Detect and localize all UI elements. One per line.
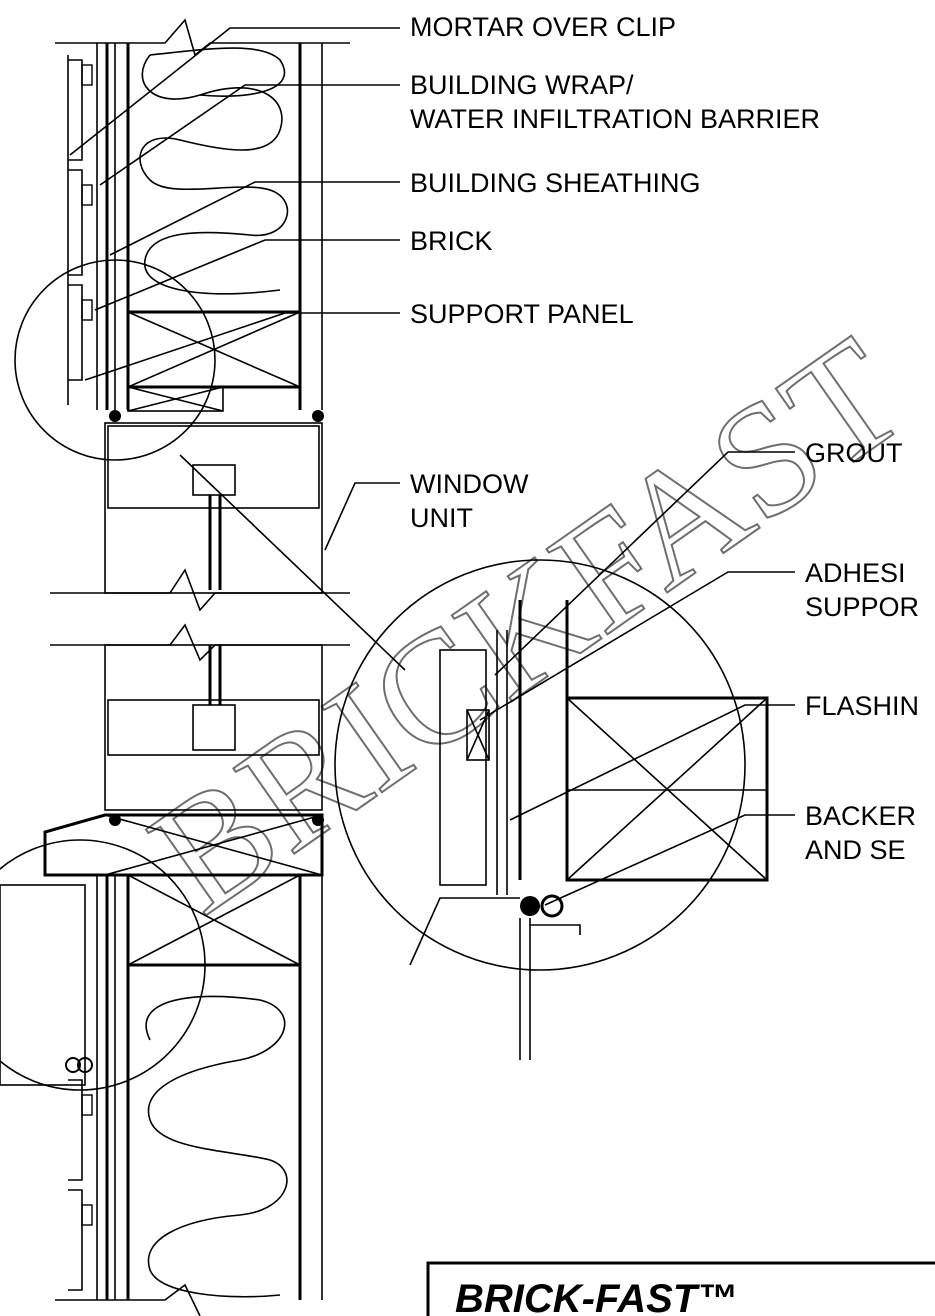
label-window-2: UNIT: [410, 503, 473, 533]
enlarged-sealant: [540, 894, 564, 918]
leader-support-panel: [84, 312, 400, 381]
backer-rod-left: [109, 410, 121, 422]
label-building-wrap-1: BUILDING WRAP/: [410, 70, 634, 100]
label-adhesive-2: SUPPOR: [805, 592, 919, 622]
label-backer-1: BACKER: [805, 801, 916, 831]
top-break-line: [55, 18, 350, 57]
insulation-batts-upper: [139, 47, 289, 295]
detail-callout-circle-lower: [0, 839, 206, 1091]
window-unit: [50, 422, 350, 811]
window-break-line-2: [50, 623, 350, 662]
detail-callout-circle-upper: [14, 259, 216, 461]
leader-backer: [544, 814, 795, 906]
label-backer-2: AND SE: [805, 835, 906, 865]
blocking-upper: [126, 310, 302, 412]
leader-brick: [94, 239, 400, 311]
enlarged-backer-rod: [520, 896, 540, 916]
window-head-frame: [104, 422, 323, 594]
label-building-sheathing: BUILDING SHEATHING: [410, 168, 701, 198]
leader-window: [324, 482, 400, 551]
backer-rod-right: [312, 410, 324, 422]
enlarged-flashing: [409, 897, 520, 966]
enlarged-brick: [439, 649, 487, 886]
leader-mortar: [69, 27, 400, 156]
label-mortar-over-clip: MORTAR OVER CLIP: [410, 12, 676, 42]
title-block: BRICK-FAST™: [426, 1261, 935, 1316]
title-block-frame: [426, 1261, 935, 1316]
lower-wall-section: [0, 813, 324, 1316]
detail-leader-line: [179, 454, 406, 671]
label-brick: BRICK: [410, 226, 493, 256]
leader-grout: [494, 451, 795, 676]
brick-units-lower: [68, 1079, 93, 1291]
enlarged-detail: [179, 454, 769, 1060]
upper-wall-section: [14, 18, 350, 461]
label-building-wrap-2: WATER INFILTRATION BARRIER: [410, 104, 820, 134]
window-break-line-1: [50, 568, 350, 612]
callout-labels: MORTAR OVER CLIP BUILDING WRAP/ WATER IN…: [410, 12, 919, 865]
label-support-panel: SUPPORT PANEL: [410, 299, 634, 329]
label-window-1: WINDOW: [410, 469, 529, 499]
window-sill-frame: [104, 644, 323, 811]
leader-lines: [69, 27, 795, 906]
title-block-title: BRICK-FAST™: [455, 1277, 737, 1316]
bottom-break-line: [55, 1283, 201, 1316]
insulation-batts-lower: [145, 995, 288, 1298]
leader-flashing: [509, 704, 795, 821]
leader-sheathing: [109, 181, 400, 256]
label-adhesive-1: ADHESI: [805, 558, 906, 588]
label-flashing: FLASHIN: [805, 691, 919, 721]
leader-wrap: [99, 84, 400, 186]
brick-units-upper: [68, 59, 93, 381]
label-grout: GROUT: [805, 438, 903, 468]
enlarged-blocking: [565, 696, 769, 882]
leader-adhesive: [479, 571, 795, 721]
enlarged-detail-circle: [334, 559, 746, 971]
blocking-lower: [126, 873, 302, 967]
